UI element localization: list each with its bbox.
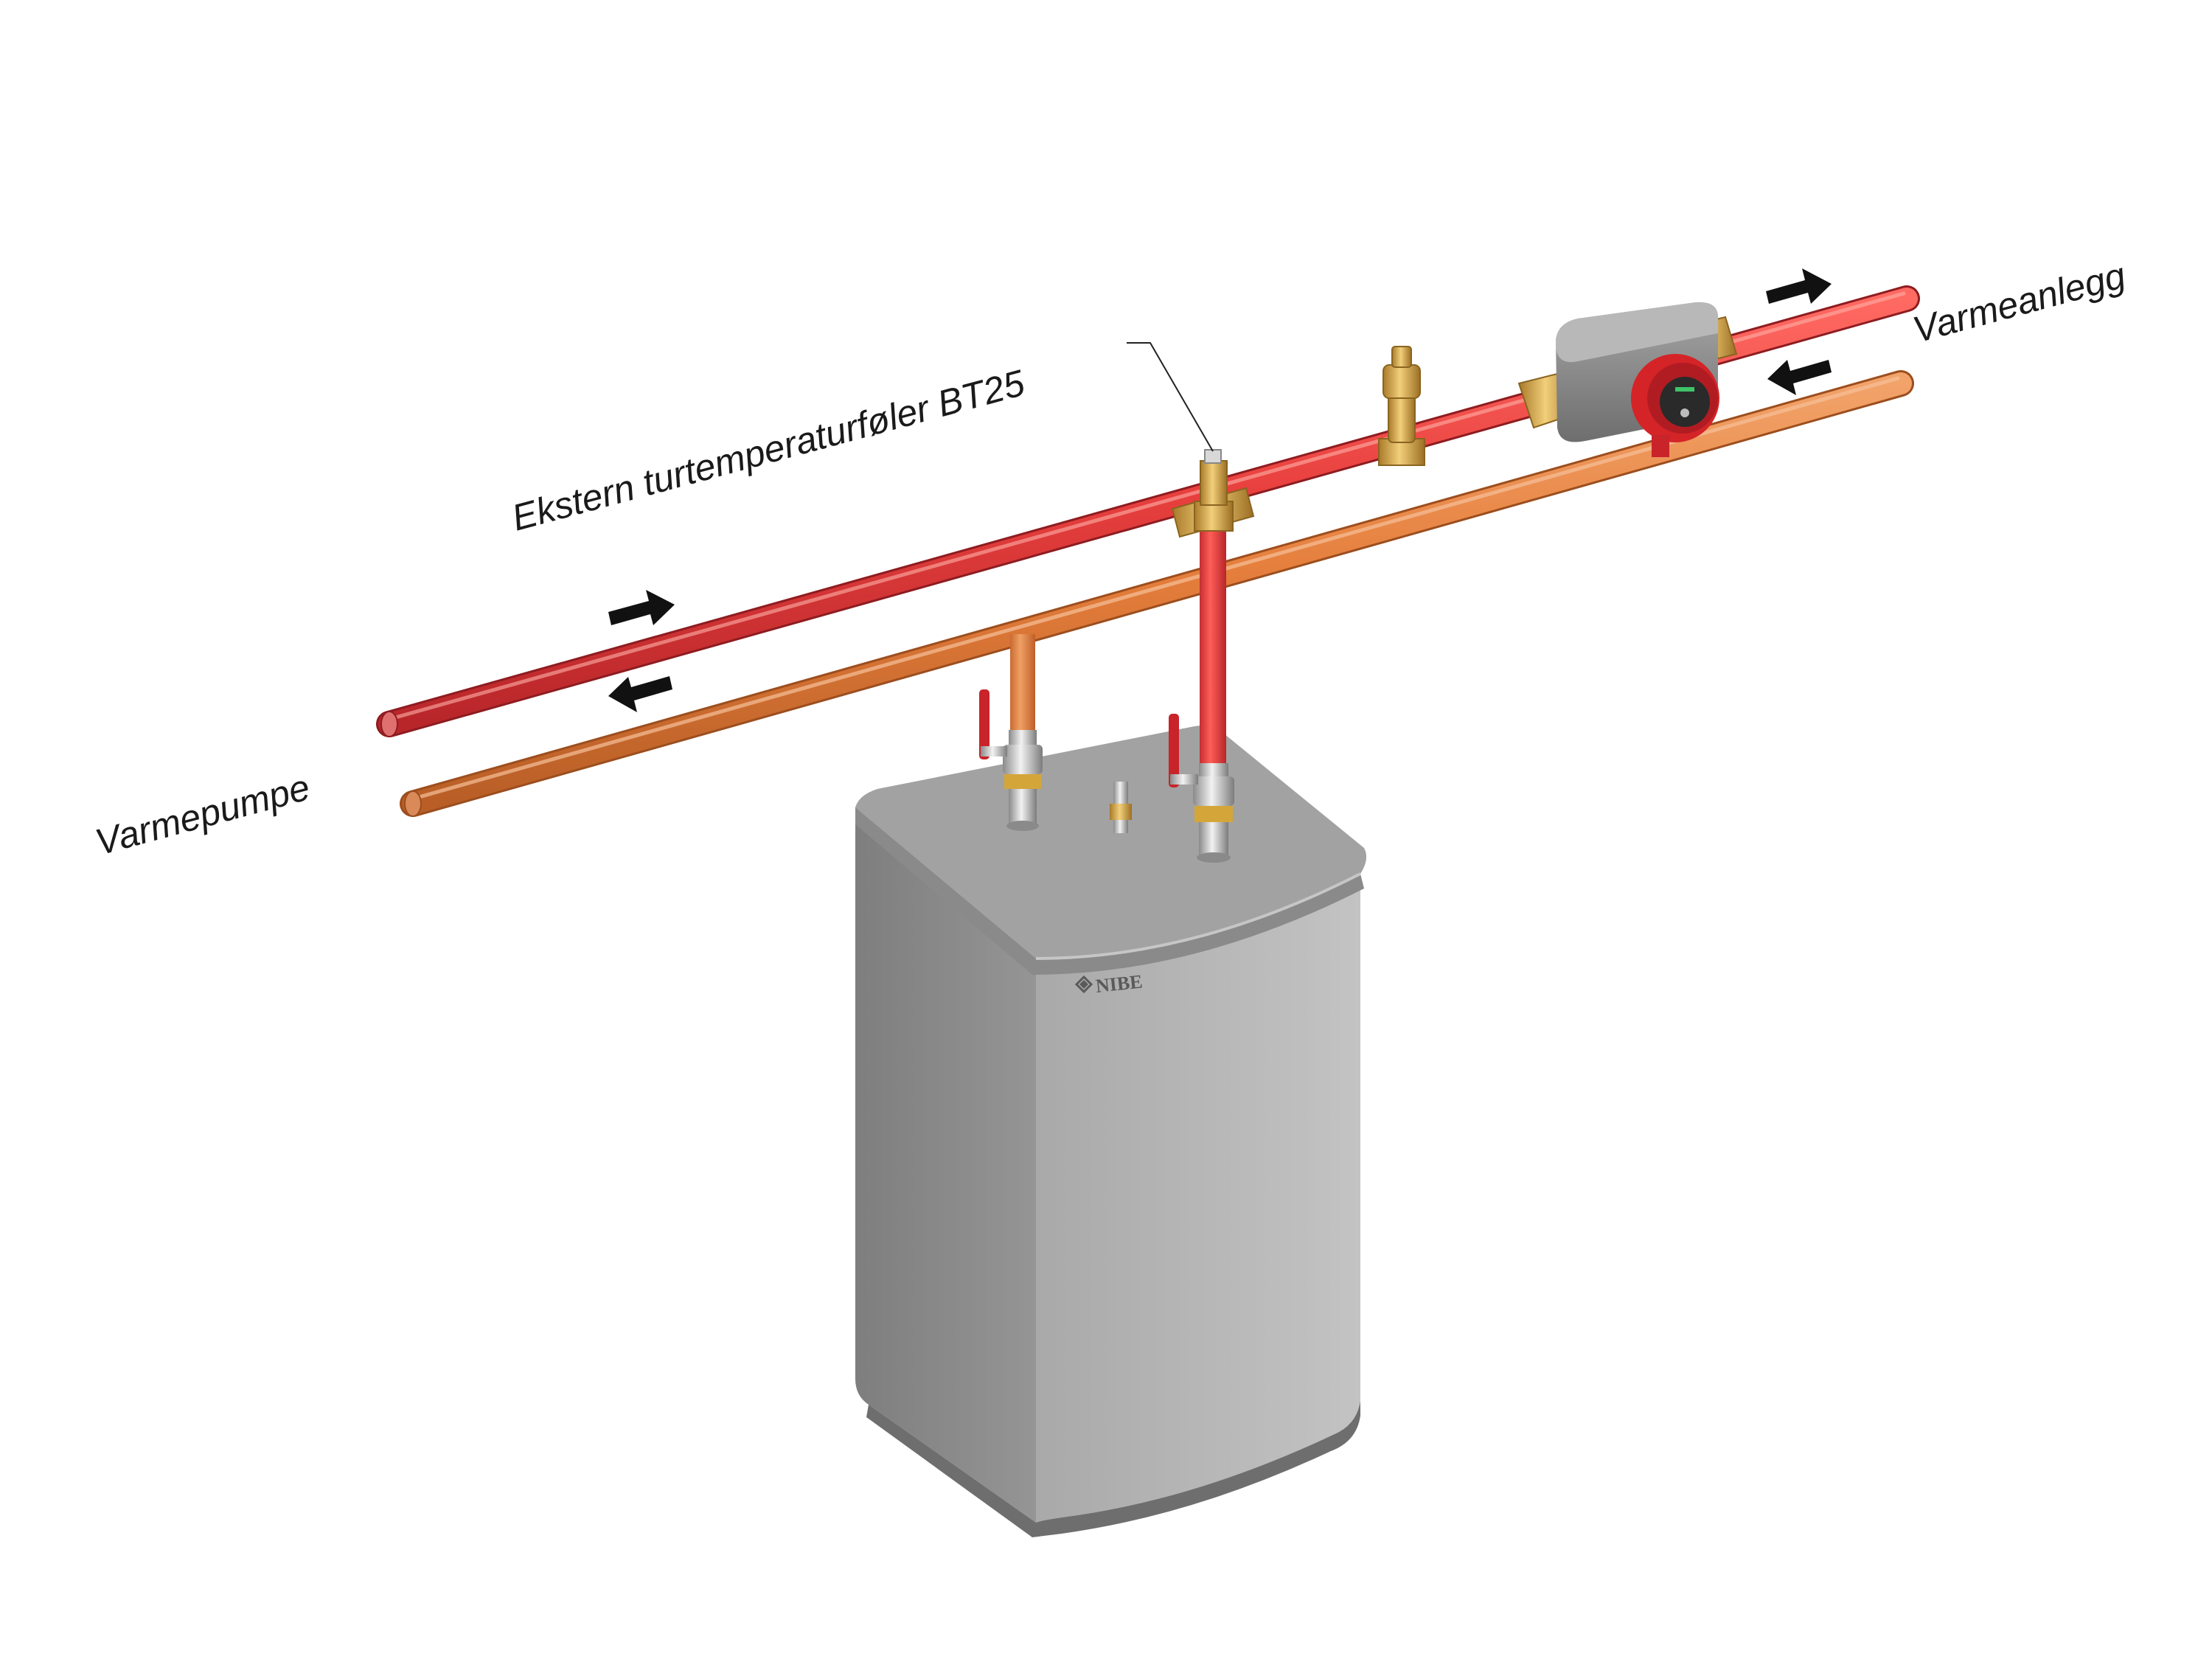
return-connection-fitting [1003,730,1043,831]
sensor-leader-line [1127,342,1214,452]
indoor-unit-tank: NIBE [855,726,1367,1537]
label-heating-system: Varmeanlegg [1908,254,2129,351]
supply-riser [1200,509,1226,765]
circulation-pump [1517,302,1738,457]
supply-shutoff-handle [1169,714,1198,787]
flow-arrow-icon [1766,268,1832,304]
label-sensor-bt25: Ekstern turtemperaturføler BT25 [507,362,1029,539]
nibe-logo-icon [1074,975,1093,994]
flow-arrow-icon [608,676,672,712]
bt25-sensor-tee [1171,449,1255,538]
air-vent-valve [1110,782,1132,833]
supply-connection-fitting [1193,763,1234,863]
flow-arrow-icon [608,590,675,625]
label-heat-pump: Varmepumpe [91,766,314,863]
return-shutoff-handle [979,689,1007,759]
return-riser [1010,634,1035,734]
safety-valve [1378,346,1425,466]
flow-arrow-icon [1767,360,1832,395]
brand-name: NIBE [1095,970,1144,996]
